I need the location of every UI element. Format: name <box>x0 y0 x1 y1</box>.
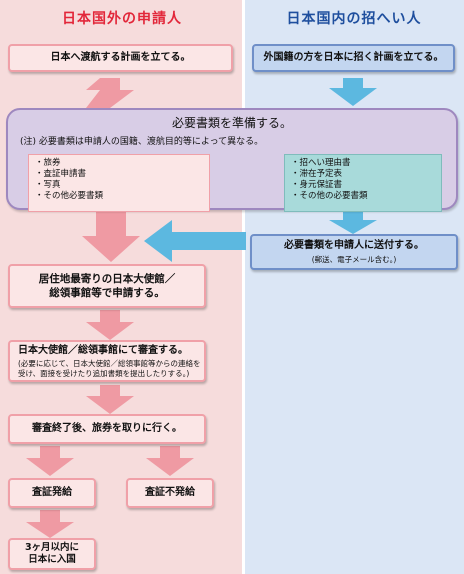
prepare-documents-box: 必要書類を準備する。 (注) 必要書類は申請人の国籍、渡航目的等によって異なる。… <box>6 108 458 212</box>
apply-at-embassy-line1: 居住地最寄りの日本大使館／ <box>38 272 176 285</box>
list-item: ・その他の必要書類 <box>291 191 368 202</box>
apply-at-embassy-box: 居住地最寄りの日本大使館／ 総領事館等で申請する。 <box>8 264 206 308</box>
list-item: ・その他必要書類 <box>35 191 104 202</box>
apply-at-embassy-line2: 総領事館等で申請する。 <box>49 287 165 299</box>
list-item: ・査証申請書 <box>35 169 87 180</box>
enter-japan-line1: 3ヶ月以内に <box>24 542 80 554</box>
list-item: ・写真 <box>35 180 61 191</box>
visa-issued-box: 査証発給 <box>8 478 96 508</box>
arrow-prepare-to-apply <box>82 210 140 262</box>
send-documents-text: 必要書類を申請人に送付する。 <box>284 240 424 252</box>
plan-travel-box: 日本へ渡航する計画を立てる。 <box>8 44 233 72</box>
embassy-review-text: 日本大使館／総領事館にて審査する。 <box>18 344 188 356</box>
embassy-review-box: 日本大使館／総領事館にて審査する。 (必要に応じて、日本大使館／総領事館等からの… <box>8 340 206 382</box>
list-item: ・滞在予定表 <box>291 169 343 180</box>
column-divider <box>242 0 245 574</box>
arrow-review-to-collect <box>86 385 134 414</box>
plan-invite-box: 外国籍の方を日本に招く計画を立てる。 <box>252 44 455 72</box>
enter-japan-line2: 日本に入国 <box>28 554 76 565</box>
arrow-collect-to-denied <box>146 446 194 476</box>
prepare-documents-title: 必要書類を準備する。 <box>171 116 292 130</box>
arrow-issued-to-entry <box>26 510 74 538</box>
enter-japan-box: 3ヶ月以内に 日本に入国 <box>8 538 96 570</box>
embassy-review-note: (必要に応じて、日本大使館／総領事館等からの連絡を受け、面接を受けたり追加書類を… <box>18 359 201 378</box>
applicant-column-title: 日本国外の申請人 <box>62 11 182 27</box>
arrow-send-to-applicant <box>144 220 246 262</box>
plan-invite-text: 外国籍の方を日本に招く計画を立てる。 <box>263 52 444 64</box>
arrow-collect-to-issued <box>26 446 74 476</box>
collect-passport-box: 審査終了後、旅券を取りに行く。 <box>8 414 206 444</box>
arrow-plan-left-to-prepare <box>86 78 134 108</box>
list-item: ・身元保証書 <box>291 180 343 191</box>
visa-denied-box: 査証不発給 <box>126 478 214 508</box>
prepare-documents-note: (注) 必要書類は申請人の国籍、渡航目的等によって異なる。 <box>20 137 264 147</box>
send-documents-box: 必要書類を申請人に送付する。 (郵送、電子メール含む。) <box>250 234 458 270</box>
visa-issued-text: 査証発給 <box>32 487 72 499</box>
arrow-plan-right-to-prepare <box>329 78 377 106</box>
inviter-documents-list: ・招へい理由書 ・滞在予定表 ・身元保証書 ・その他の必要書類 <box>284 154 442 212</box>
arrow-apply-to-review <box>86 310 134 340</box>
collect-passport-text: 審査終了後、旅券を取りに行く。 <box>32 423 182 435</box>
plan-travel-text: 日本へ渡航する計画を立てる。 <box>50 52 191 64</box>
send-documents-note: (郵送、電子メール含む。) <box>311 254 397 264</box>
applicant-documents-list: ・旅券 ・査証申請書 ・写真 ・その他必要書類 <box>28 154 210 212</box>
list-item: ・旅券 <box>35 158 61 168</box>
arrow-prepare-to-send <box>329 210 377 234</box>
visa-denied-text: 査証不発給 <box>145 487 195 499</box>
inviter-column-title: 日本国内の招へい人 <box>286 11 422 27</box>
list-item: ・招へい理由書 <box>291 158 351 168</box>
